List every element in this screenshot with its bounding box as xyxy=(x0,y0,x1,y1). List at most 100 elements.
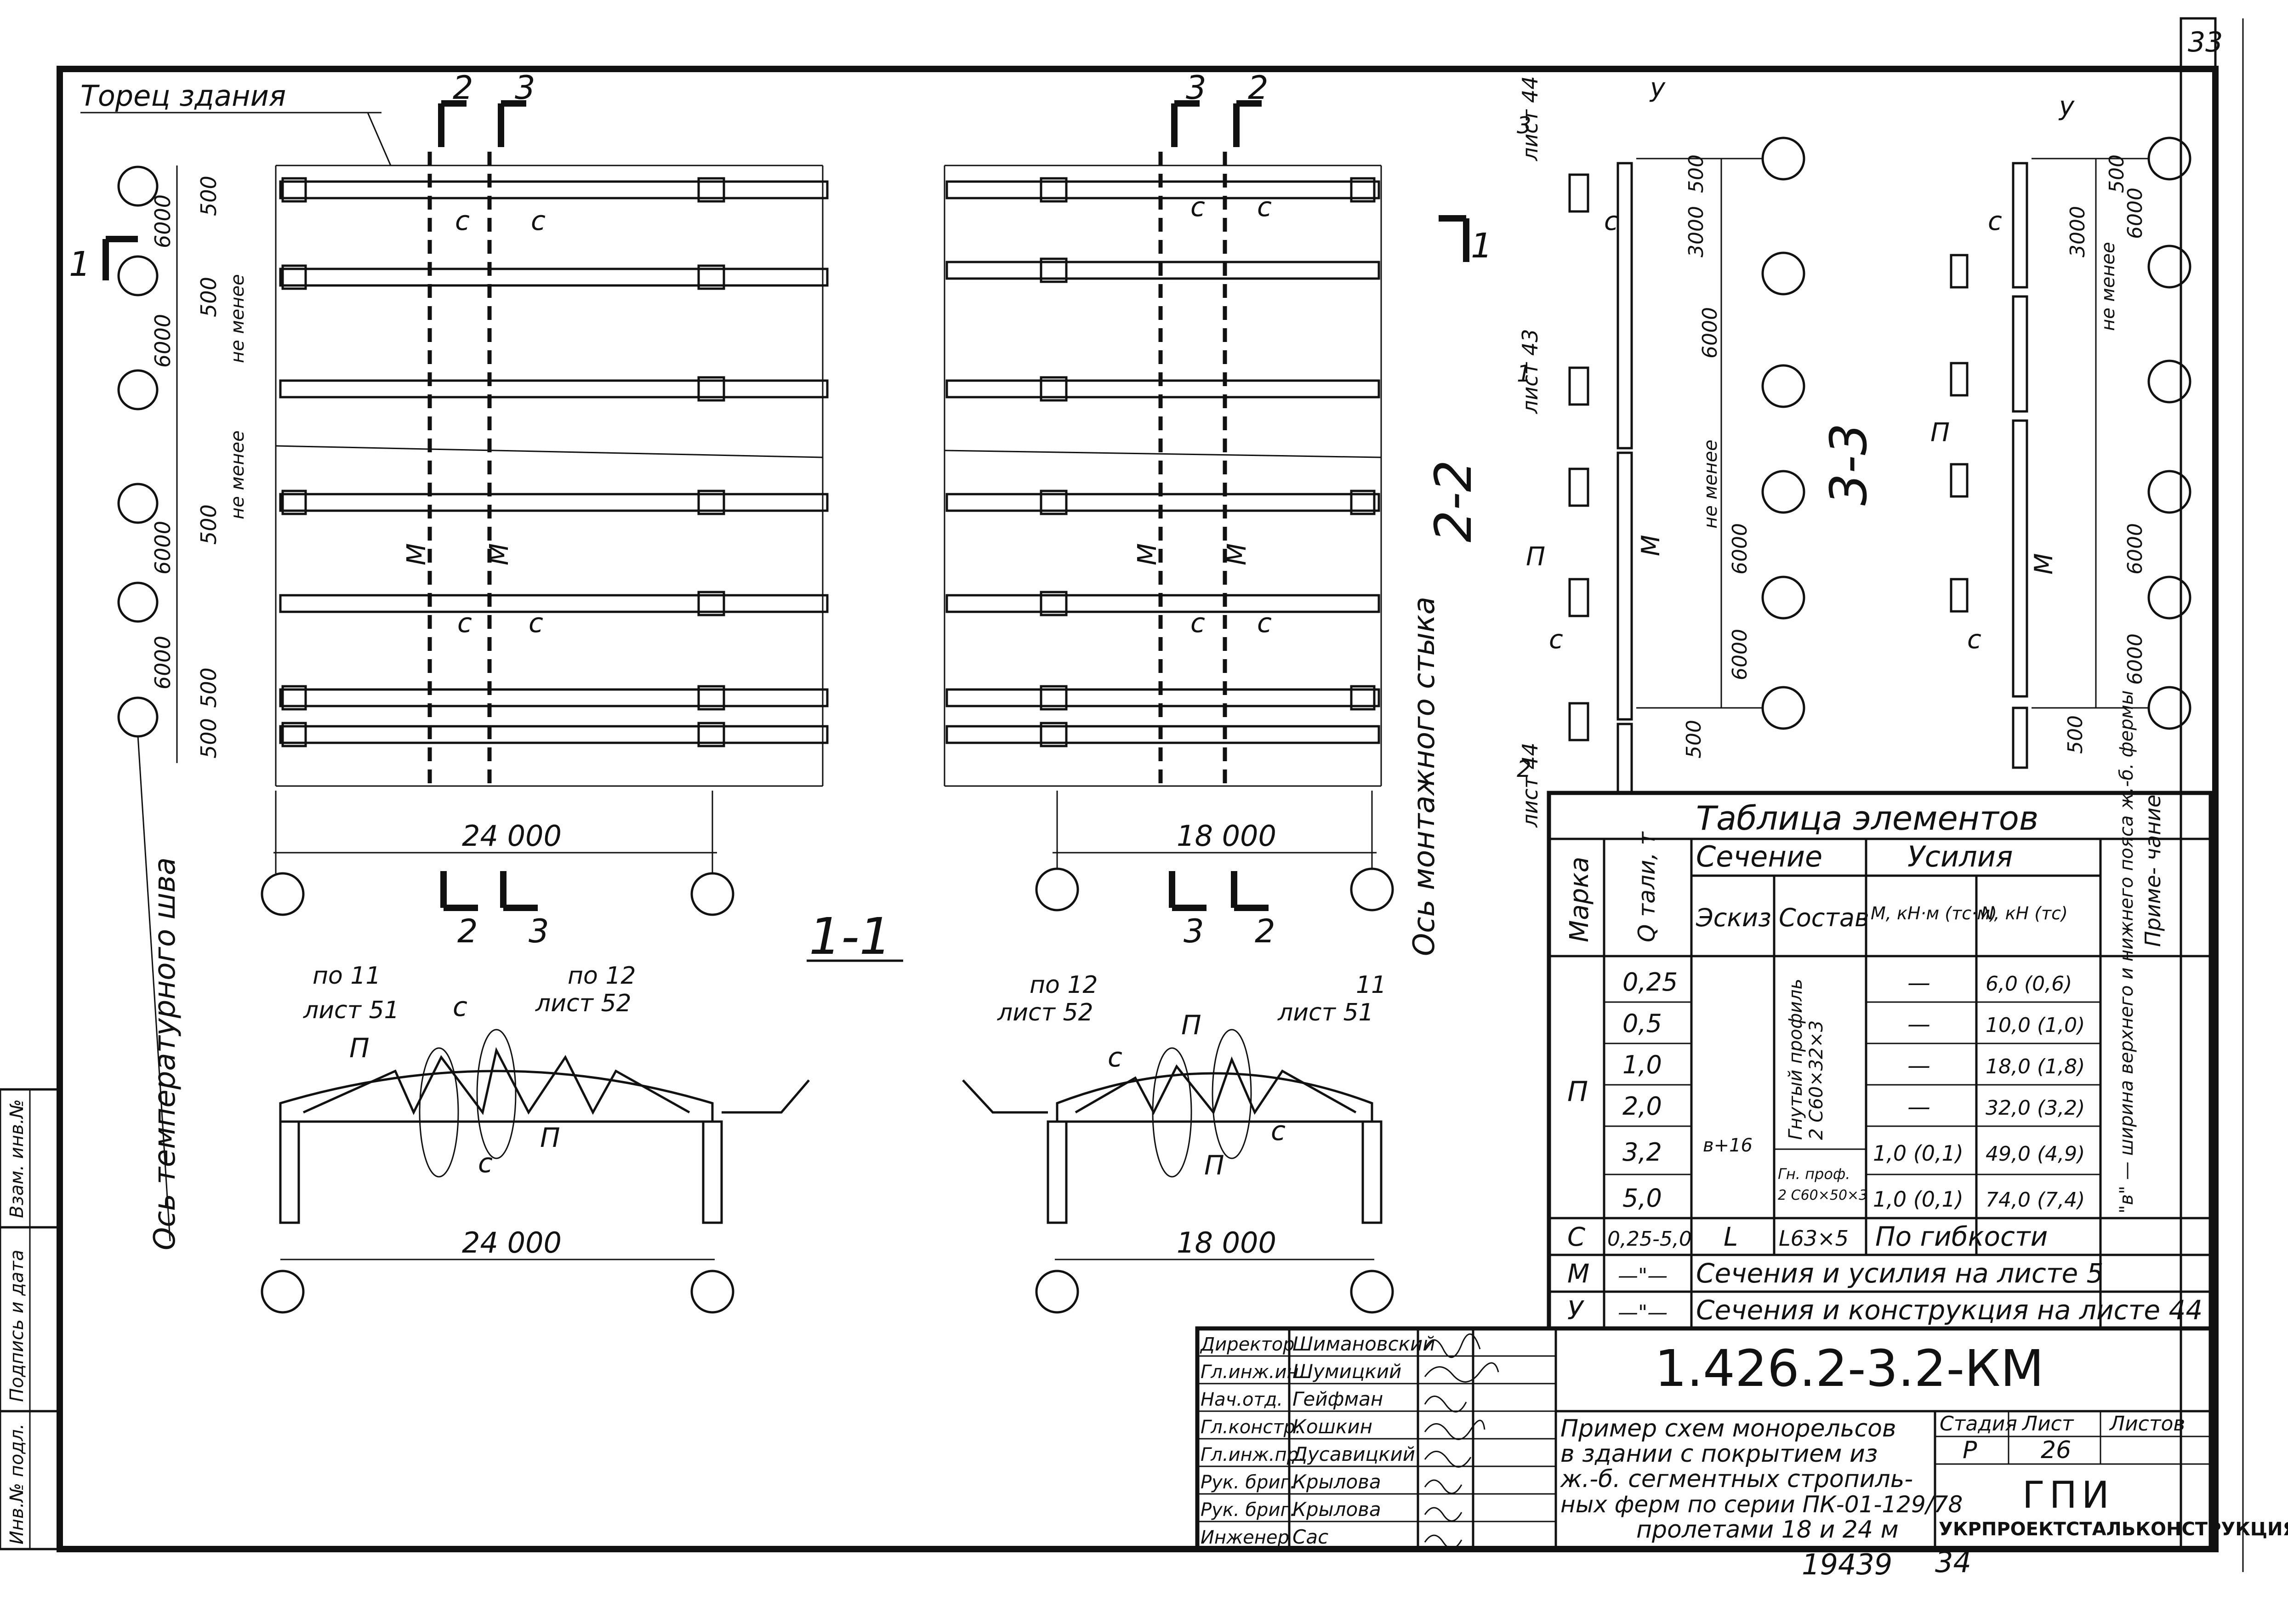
tb-desc-3: ных ферм по серии ПК-01-129/78 xyxy=(1560,1491,1963,1518)
m-text: Сечения и усилия на листе 5 xyxy=(1696,1258,2104,1289)
mark-m-1: М xyxy=(402,543,432,565)
s22-dim-3000: 3000 xyxy=(1685,206,1708,257)
mark-p-4: П xyxy=(1204,1150,1224,1181)
side-stamp-sign: Подпись и дата xyxy=(6,1250,28,1402)
sec-2-bot-24: 2 xyxy=(457,912,478,950)
s33-dim-500b: 500 xyxy=(2064,715,2087,754)
list51-label: лист 51 xyxy=(303,997,399,1024)
s33-mark-u: у xyxy=(2058,91,2075,121)
mark-c-12: с xyxy=(1271,1115,1286,1146)
sheet-number: 33 xyxy=(2188,26,2223,58)
s33-ne-menee: не менее xyxy=(2098,242,2119,331)
mark-c-2: с xyxy=(531,205,546,236)
p-eskiz: в+16 xyxy=(1703,1135,1753,1156)
tb-name-3: Кошкин xyxy=(1292,1415,1372,1438)
archive-number: 19439 xyxy=(1802,1548,1892,1581)
th-sechenie: Сечение xyxy=(1696,840,1822,873)
mark-c-9: с xyxy=(453,991,467,1022)
tb-org-2: УКРПРОЕКТСТАЛЬКОНСТРУКЦИЯ xyxy=(1939,1519,2288,1540)
p-sostav-4: 2 С60×50×3 xyxy=(1778,1187,1867,1203)
s22-mark-u: у xyxy=(1649,73,1666,103)
s33-mark-m: М xyxy=(2029,553,2058,575)
tb-name-4: Дусавицкий xyxy=(1292,1443,1415,1465)
tb-role-6: Рук. бриг. xyxy=(1201,1499,1296,1521)
s22-ref-2: 2 xyxy=(1517,756,1531,782)
mark-c-1: с xyxy=(455,205,470,236)
plan-24-ne-menee-b: не менее xyxy=(227,430,248,519)
title-block: Директор Шимановский Гл.инж.ин. Шумицкий… xyxy=(1195,1326,2288,1551)
p-n-4: 49,0 (4,9) xyxy=(1986,1142,2085,1166)
tb-role-7: Инженер xyxy=(1201,1527,1289,1548)
po12-label: по 12 xyxy=(568,962,636,990)
side-stamp: Инв.№ подл. Подпись и дата Взам. инв.№ xyxy=(0,1088,61,1550)
s22-ref-3: 3 xyxy=(1517,112,1531,139)
tb-name-7: Сас xyxy=(1292,1526,1328,1548)
mark-c-10: с xyxy=(478,1147,493,1179)
archive-page: 34 xyxy=(1935,1545,1971,1579)
plan-24-dim-6000c: 6000 xyxy=(150,521,175,575)
mark-p-2: П xyxy=(540,1122,560,1153)
s33-dim-6000a: 6000 xyxy=(2123,188,2147,239)
tb-desc-4: пролетами 18 и 24 м xyxy=(1636,1516,1899,1544)
tb-role-2: Нач.отд. xyxy=(1201,1389,1283,1410)
u-mark: У xyxy=(1567,1296,1585,1326)
mark-m-3: М xyxy=(1133,543,1162,565)
tb-desc-1: в здании с покрытием из xyxy=(1560,1440,1878,1468)
th-eskiz: Эскиз xyxy=(1696,903,1771,932)
tb-desc-0: Пример схем монорельсов xyxy=(1560,1415,1896,1442)
p-m-0: — xyxy=(1907,969,1930,996)
plan-24-dim-6000b: 6000 xyxy=(150,314,175,368)
s33-mark-c2: с xyxy=(1967,625,1981,655)
p-n-1: 10,0 (1,0) xyxy=(1986,1014,2085,1037)
tb-role-5: Рук. бриг. xyxy=(1201,1472,1296,1493)
po11-label: по 11 xyxy=(313,962,381,990)
tb-role-1: Гл.инж.ин. xyxy=(1201,1362,1304,1383)
tb-stadiya: Р xyxy=(1963,1436,1977,1464)
plan-24-ne-menee-a: не менее xyxy=(227,274,248,363)
s33-dim-6000b: 6000 xyxy=(2123,523,2147,575)
p-m-2: — xyxy=(1907,1052,1930,1079)
s22-mark-c2: с xyxy=(1549,625,1563,655)
p-sostav-1: Гнутый профиль xyxy=(1785,979,1806,1140)
temp-axis-label: Ось температурного шва xyxy=(148,857,182,1250)
section-2-2-detail: 500 3000 6000 не менее 6000 6000 500 у с… xyxy=(1517,73,1805,828)
tb-desc-2: ж.-б. сегментных стропиль- xyxy=(1560,1465,1913,1493)
plan-24-dim-500b: 500 xyxy=(196,277,221,317)
table-title: Таблица элементов xyxy=(1696,799,2038,838)
plan-24-brackets xyxy=(281,177,725,747)
p-sostav-2: 2 С60×32×3 xyxy=(1806,1020,1827,1140)
plan-24-dim-500c: 500 xyxy=(196,504,221,545)
p-mark: П xyxy=(1567,1076,1588,1108)
p-q-4: 3,2 xyxy=(1622,1138,1662,1167)
mark-c-3: с xyxy=(457,607,472,638)
plan-24-dim-500d: 500 xyxy=(196,667,221,708)
tb-role-0: Директор xyxy=(1200,1334,1295,1355)
s22-ref-list44: лист 44 xyxy=(1518,76,1542,161)
truss-24-dim: 24 000 xyxy=(462,1226,562,1259)
c-sostav: L63×5 xyxy=(1779,1226,1849,1251)
section-title-1-1: 1-1 xyxy=(809,907,892,966)
th-marka: Марка xyxy=(1565,857,1594,942)
s22-ref-list43: лист 43 xyxy=(1518,329,1542,414)
mark-c-4: с xyxy=(529,607,543,638)
mark-c-5: с xyxy=(1190,191,1205,222)
p-q-1: 0,5 xyxy=(1622,1009,1662,1038)
sec-1-right: 1 xyxy=(1471,226,1492,266)
u-text: Сечения и конструкция на листе 44 xyxy=(1696,1294,2203,1326)
drawing-code: 1.426.2-3.2-КМ xyxy=(1655,1339,2044,1398)
n11-label: 11 xyxy=(1356,971,1386,999)
p-n-0: 6,0 (0,6) xyxy=(1986,972,2072,996)
tb-list: 26 xyxy=(2041,1436,2071,1464)
plan-18m: 18 000 с с с с М М 3 2 3 2 1 Ось монтажн… xyxy=(944,69,1492,956)
list52-label-18: лист 52 xyxy=(997,999,1093,1026)
torets-label: Торец здания xyxy=(80,79,286,113)
tb-name-0: Шимановский xyxy=(1292,1333,1435,1355)
p-n-5: 74,0 (7,4) xyxy=(1986,1188,2085,1212)
mark-c-11: с xyxy=(1108,1042,1122,1073)
p-note: "в" — ширина верхнего и нижнего пояса ж.… xyxy=(2116,690,2137,1214)
c-eskiz: L xyxy=(1724,1222,1738,1252)
s33-mark-c: с xyxy=(1988,206,2002,236)
p-q-5: 5,0 xyxy=(1622,1184,1662,1213)
s33-dim-3000: 3000 xyxy=(2066,206,2089,257)
th-usiliya: Усилия xyxy=(1907,840,2013,873)
